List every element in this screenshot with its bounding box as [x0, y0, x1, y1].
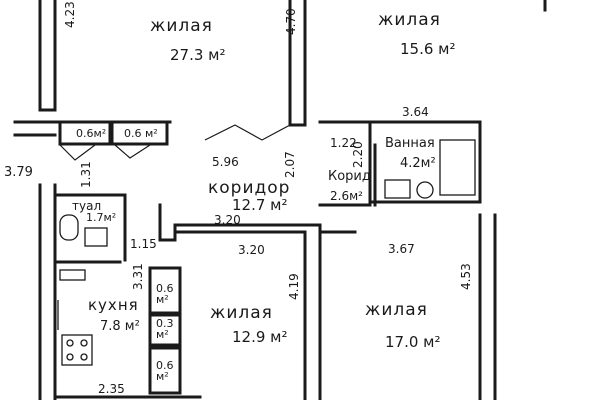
door-swings: [59, 124, 291, 161]
sink-bath: [384, 179, 411, 199]
room-bathroom-area: 4.2м²: [400, 156, 436, 171]
closet3-area: 0.6 м²: [156, 282, 174, 306]
dim-bath-width: 3.64: [402, 105, 429, 119]
room-living2-name: жилая: [378, 10, 441, 30]
dim-top-mid-wall: 4.70: [284, 8, 298, 35]
room-toilet-area: 1.7м²: [86, 211, 117, 224]
closet-4-box: [148, 313, 182, 347]
washing-machine: [416, 181, 434, 199]
room-living1-name: жилая: [150, 16, 213, 36]
dim-mid-span1: 3.20: [214, 213, 241, 227]
closet-2-box: [110, 120, 169, 146]
dim-corridor-w: 2.07: [283, 151, 297, 178]
dim-kitchen-w: 2.35: [98, 382, 125, 396]
closet-1-box: [58, 120, 112, 146]
wall-living1-left: [38, 0, 57, 112]
closet1-area: 0.6м²: [76, 127, 107, 140]
room-corridor-area: 12.7 м²: [232, 196, 288, 214]
bathtub: [439, 139, 476, 196]
kitchen-stove: [61, 334, 93, 366]
closet4-area: 0.3 м²: [156, 317, 174, 341]
wall-corridor-left: [158, 203, 177, 242]
door-swing-toilet: [59, 144, 96, 161]
wall-living1-right: [288, 0, 307, 127]
closet5-area: 0.6 м²: [156, 359, 174, 383]
wall-toilet: [53, 193, 127, 262]
dim-bath-door: 1.22: [330, 136, 357, 150]
door-swing-closet: [114, 144, 151, 159]
room-kitchen-area: 7.8 м²: [100, 319, 140, 334]
room-corridor-small-name: Корид: [328, 169, 371, 184]
bathroom-box: [368, 120, 482, 204]
room-corridor-name: коридор: [208, 178, 291, 198]
dim-mid-span2: 3.20: [238, 243, 265, 257]
dim-corridor-len: 5.96: [212, 155, 239, 169]
room-living1-area: 27.3 м²: [170, 46, 226, 64]
room-bathroom-name: Ванная: [385, 136, 435, 151]
dim-closet-h: 3.31: [131, 263, 145, 290]
dim-left-mid: 1.31: [79, 161, 93, 188]
room-living4-area: 17.0 м²: [385, 333, 441, 351]
room-living2-area: 15.6 м²: [400, 40, 456, 58]
dim-bath-h: 2.20: [351, 141, 365, 168]
dim-toilet-w: 1.15: [130, 237, 157, 251]
door-swing-corridor: [204, 124, 291, 141]
dim-top-left-wall: 4.23: [63, 1, 77, 28]
toilet-sink: [84, 227, 108, 247]
closet-3-box: [148, 266, 182, 315]
room-living3-name: жилая: [210, 303, 273, 323]
walls: [13, 0, 547, 400]
room-living4-name: жилая: [365, 300, 428, 320]
toilet-bowl: [59, 214, 79, 241]
dim-right-wall: 4.53: [459, 263, 473, 290]
room-toilet-name: туал: [72, 199, 102, 213]
closet-5-box: [148, 346, 182, 395]
room-corridor-small-area: 2.6м²: [330, 189, 363, 203]
closet2-area: 0.6 м²: [124, 127, 158, 140]
room-kitchen-name: кухня: [88, 296, 139, 314]
fixtures: [57, 139, 476, 366]
dim-right-span: 3.67: [388, 242, 415, 256]
kitchen-counter: [59, 269, 86, 281]
dim-left-edge: 3.79: [4, 165, 33, 180]
room-living3-area: 12.9 м²: [232, 328, 288, 346]
dim-room3-wall: 4.19: [287, 273, 301, 300]
